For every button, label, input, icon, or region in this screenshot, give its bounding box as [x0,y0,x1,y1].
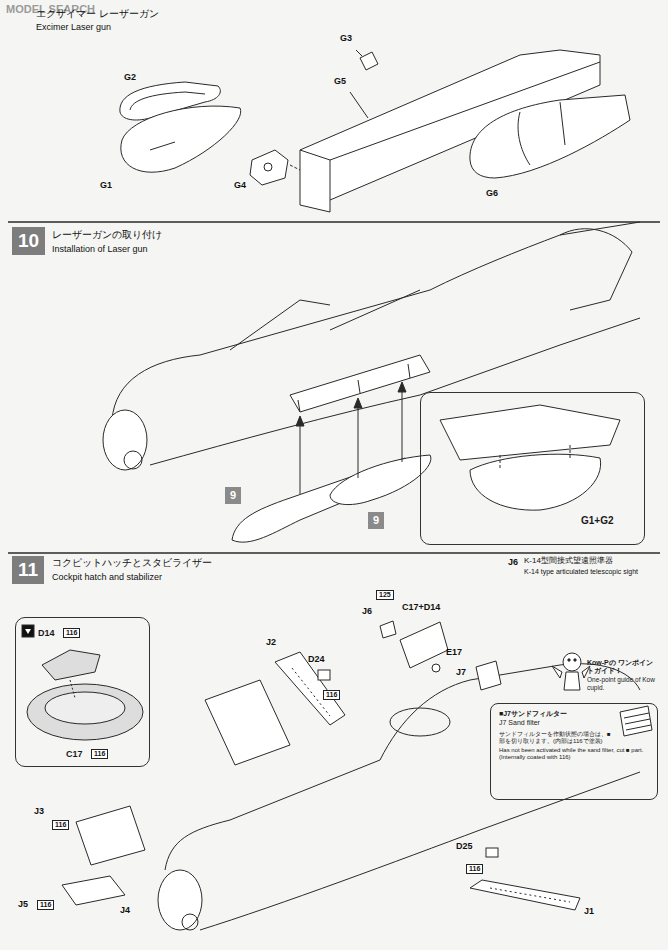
part-label: D24 [308,654,325,664]
color-badge: 116 [323,690,340,700]
part-label: G3 [340,33,352,43]
part-label: J2 [266,637,276,647]
part-label: J6 [362,606,372,616]
step-title: Cockpit hatch and stabilizer [52,572,162,582]
section-title: Excimer Laser gun [36,22,111,32]
part-note: K-14型間接式望遠照準器 [524,556,613,565]
part-label: J7 [456,667,466,677]
part-label: C17+D14 [402,602,440,612]
box-text: ■J7サンドフィルター [499,710,611,718]
part-label: J4 [120,905,130,915]
color-badge: 116 [37,900,54,910]
box-text: Has not been activated while the sand fi… [499,747,649,761]
detail-inset: G1+G2 [420,392,645,545]
box-text: 125 [379,591,391,599]
step-title: Installation of Laser gun [52,244,148,254]
box-text: 116 [55,821,66,829]
part-label: J5 [18,899,28,909]
box-text: J7 Sand filter [499,719,611,727]
box-text: 11 [18,559,38,581]
box-text: 10 [18,230,39,252]
part-label: G5 [334,76,346,86]
box-text: 116 [94,750,105,758]
step-reference: 9 [225,487,241,504]
tip-callout: Kow-Pの ワンポイントガイド！One-point guide of Kow … [490,703,658,800]
box-text: 116 [326,691,337,699]
box-text: 116 [469,865,480,873]
part-note: K-14 type articulated telescopic sight [524,568,638,576]
color-badge: 116 [466,864,483,874]
color-badge: 116 [63,628,80,638]
part-label: G1 [100,180,112,190]
box-text: サンドフィルターを作動状態の場合は、■部を切り取ります。(内部は116で塗装) [499,731,611,745]
step-reference: 9 [368,512,384,529]
box-text: 9 [373,514,379,527]
step-number: 10 [12,227,45,255]
color-badge: 125 [376,590,394,600]
step-title: コクピットハッチとスタビライザー [52,557,212,569]
step-number: 11 [12,556,44,584]
box-text: 116 [66,629,77,637]
color-badge: 116 [91,749,108,759]
part-label: J1 [584,906,594,916]
box-text: G1+G2 [581,515,641,527]
box-text: C17 [66,749,90,759]
part-label: J3 [34,806,44,816]
part-label: D25 [456,841,473,851]
box-text: One-point guide of Kow cupid. [587,676,659,691]
part-label: J6 [508,557,518,567]
part-label: G2 [124,72,136,82]
box-text: 116 [40,901,51,909]
box-text: Kow-Pの ワンポイントガイド！ [587,659,659,675]
section-title: エクザイマー レーザーガン [36,8,159,20]
part-label: E17 [446,647,462,657]
box-text: D14 [38,628,62,638]
part-label: G6 [486,188,498,198]
color-badge: 116 [52,820,69,830]
box-text: 9 [230,489,236,502]
step-title: レーザーガンの取り付け [52,229,162,241]
detail-inset: D14C17 116 116 [15,617,150,767]
part-label: G4 [234,180,246,190]
